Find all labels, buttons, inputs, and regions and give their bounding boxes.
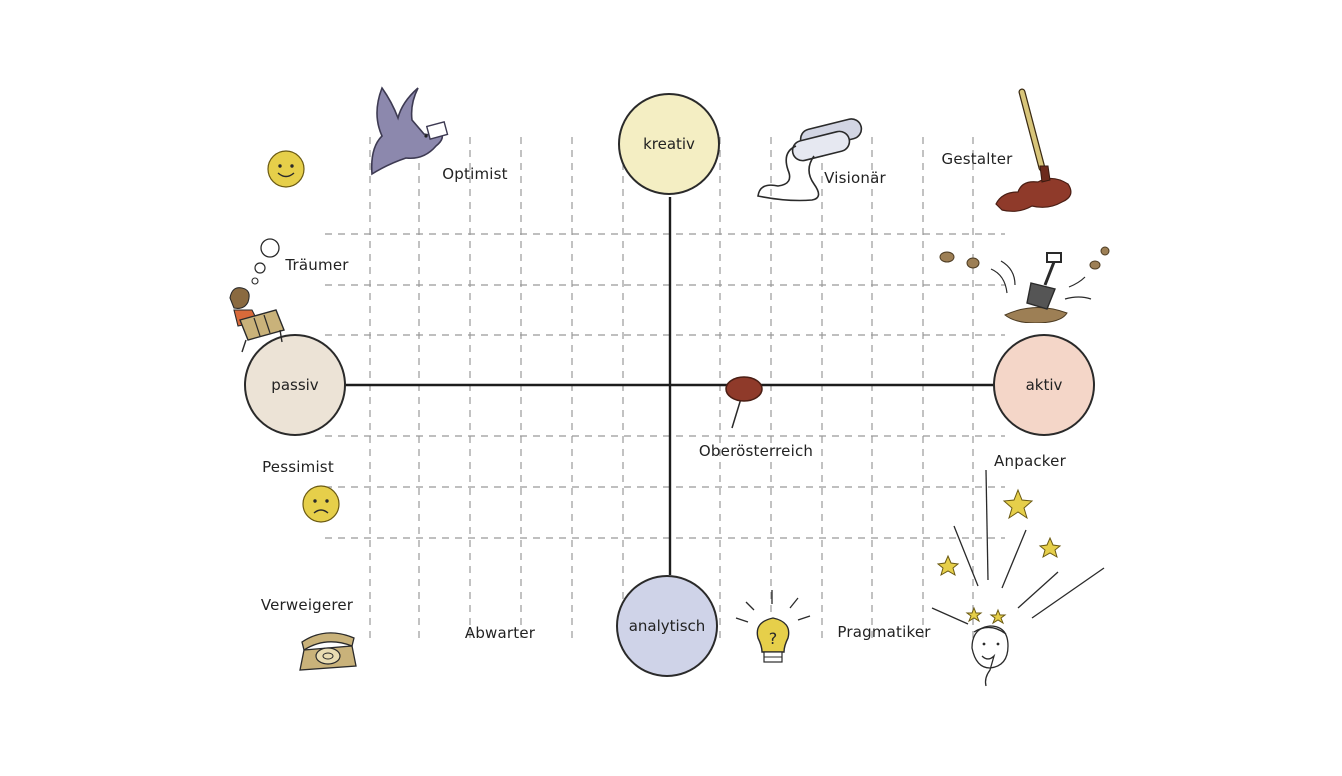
svg-text:?: ?	[769, 629, 778, 648]
label-pessimist: Pessimist	[262, 458, 334, 476]
grid-vertical-lines	[369, 137, 974, 640]
label-pragmatist: Pragmatiker	[837, 623, 931, 641]
grid-horizontal-lines	[325, 233, 1005, 539]
label-dreamer: Träumer	[285, 256, 349, 274]
telephone-icon	[299, 632, 357, 671]
thinker-icon	[931, 469, 1105, 687]
creative-circle: kreativ	[618, 93, 720, 195]
lightbulb-icon: ?	[735, 590, 811, 663]
dreamer-icon	[229, 238, 285, 353]
label-refuser: Verweigerer	[260, 596, 354, 614]
dove-icon	[370, 86, 449, 176]
active-circle: aktiv	[993, 334, 1095, 436]
marker-label: Oberösterreich	[698, 442, 814, 460]
creative-label: kreativ	[643, 135, 695, 153]
shovel-icon	[939, 246, 1110, 323]
label-optimist: Optimist	[442, 165, 508, 183]
pin-icon	[725, 376, 763, 429]
active-label: aktiv	[1025, 376, 1063, 394]
passive-circle: passiv	[244, 334, 346, 436]
smiley-happy-icon	[267, 150, 305, 188]
label-waiter: Abwarter	[464, 624, 536, 642]
passive-label: passiv	[271, 376, 319, 394]
label-shaper: Gestalter	[941, 150, 1013, 168]
paintbrush-icon	[995, 88, 1072, 212]
label-doer: Anpacker	[994, 452, 1066, 470]
analytic-circle: analytisch	[616, 575, 718, 677]
smiley-sad-icon	[302, 485, 340, 523]
analytic-label: analytisch	[628, 617, 706, 635]
binoculars-icon	[757, 118, 863, 202]
label-visionary: Visionär	[824, 169, 886, 187]
